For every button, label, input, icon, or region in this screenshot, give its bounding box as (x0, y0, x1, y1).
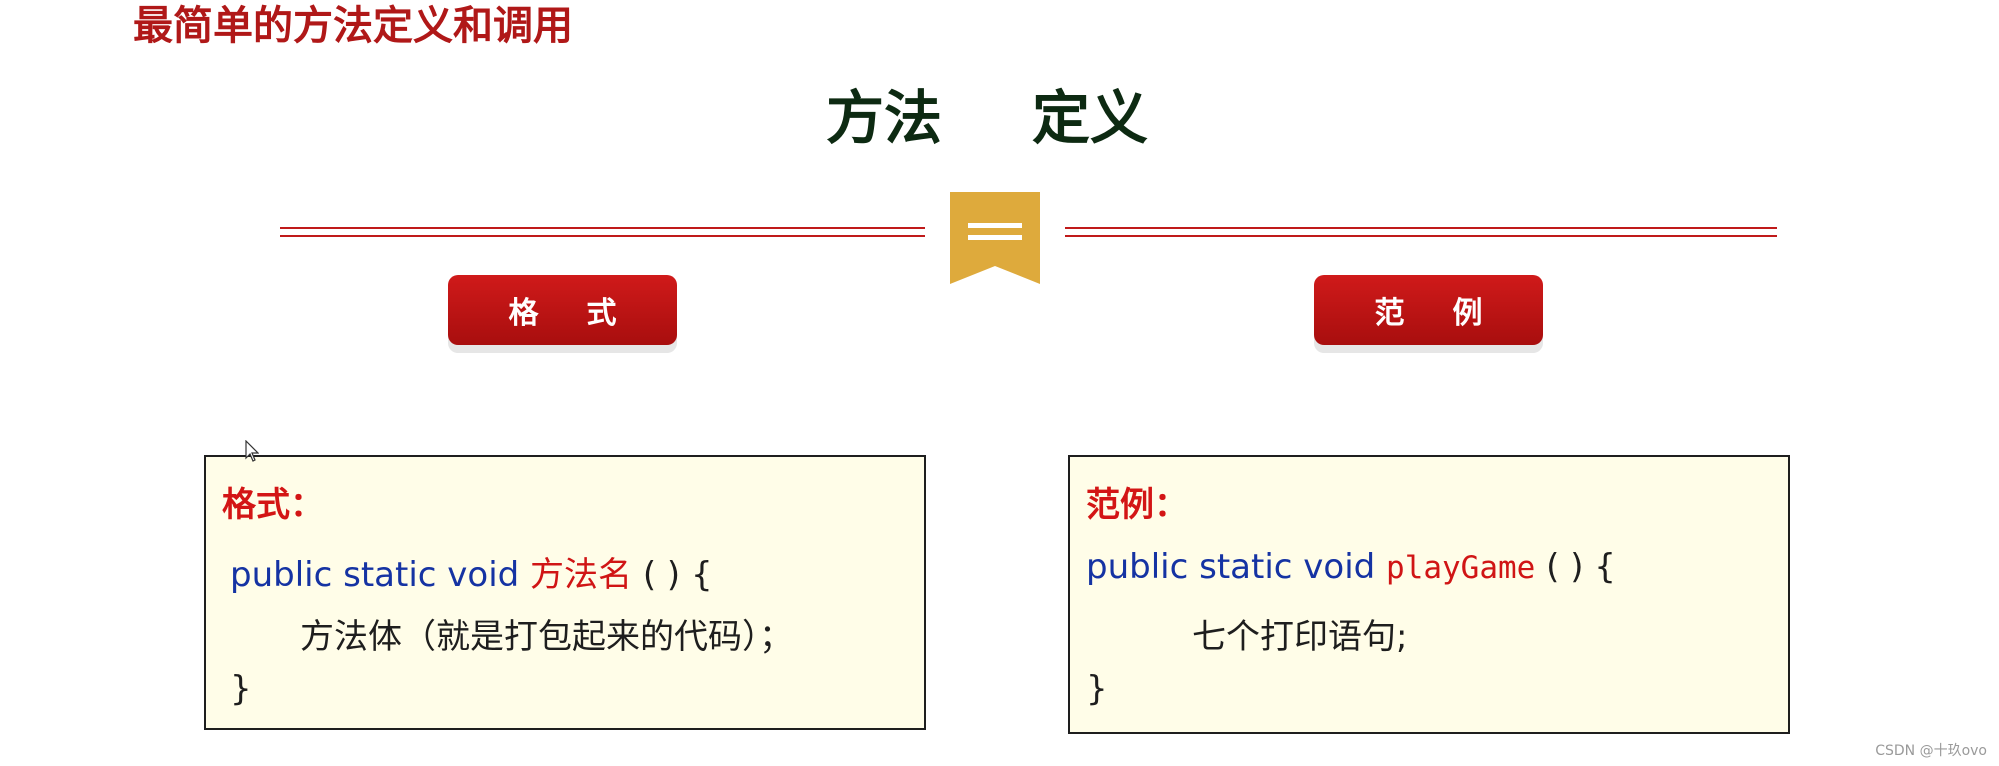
example-body: 七个打印语句; (1192, 617, 1408, 657)
watermark: CSDN @十玖ovo (1875, 743, 1987, 759)
format-signature: public static void 方法名 ( ) { (230, 547, 713, 596)
format-method-name: 方法名 (530, 555, 633, 595)
example-box: 范例： public static void playGame ( ) { 七个… (1068, 455, 1790, 734)
equals-bookmark-icon (950, 192, 1040, 284)
slide-title: 最简单的方法定义和调用 (133, 3, 573, 49)
mouse-pointer-icon (245, 440, 259, 462)
divider-left-bottom (280, 235, 925, 237)
tab-format-char1: 格 (508, 296, 539, 331)
format-signature-tail: ( ) { (632, 555, 713, 595)
example-label: 范例： (1086, 485, 1188, 525)
main-heading: 方法 定义 (826, 82, 1148, 154)
tab-example-char1: 范 (1374, 296, 1405, 331)
tab-example-char2: 例 (1452, 296, 1483, 331)
format-label: 格式： (222, 485, 324, 525)
tab-format-char2: 式 (586, 296, 617, 331)
example-keywords: public static void (1086, 547, 1387, 587)
tab-example[interactable]: 范例 (1314, 275, 1543, 345)
format-closing-brace: } (230, 669, 252, 709)
example-closing-brace: } (1086, 669, 1108, 709)
example-signature-tail: ( ) { (1535, 547, 1616, 587)
heading-definition: 定义 (1032, 84, 1149, 152)
tab-format[interactable]: 格式 (448, 275, 677, 345)
example-method-name: playGame (1386, 550, 1536, 586)
format-body: 方法体（就是打包起来的代码）； (300, 617, 793, 657)
format-keywords: public static void (230, 555, 531, 595)
example-signature: public static void playGame ( ) { (1086, 547, 1616, 587)
format-box: 格式： public static void 方法名 ( ) { 方法体（就是打… (204, 455, 926, 730)
heading-method: 方法 (826, 84, 943, 152)
divider-right-bottom (1065, 235, 1777, 237)
divider-right-top (1065, 227, 1777, 229)
divider-left-top (280, 227, 925, 229)
